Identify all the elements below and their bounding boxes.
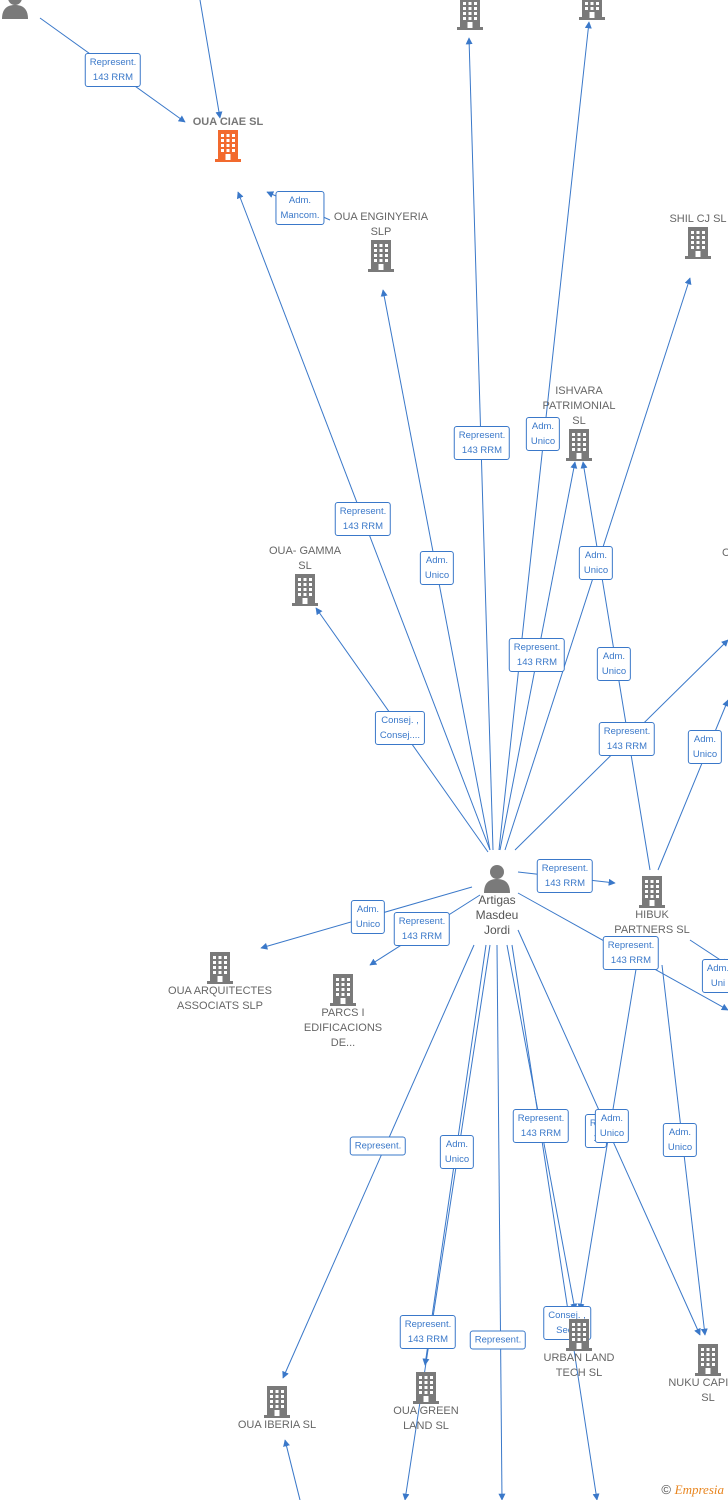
edge-label[interactable]: Represent. 143 RRM [84,53,142,87]
edge-label[interactable]: Adm. Unico [525,417,561,451]
node-label: OUA ARQUITECTES ASSOCIATS SLP [168,985,272,1012]
node-label: OUA GREEN LAND SL [393,1405,459,1432]
node-label: C [722,547,728,559]
brand-logo[interactable]: Empresia [674,1482,724,1497]
edge-label[interactable]: Adm. Unico [594,1109,630,1143]
relation-edge [199,0,223,119]
node-label: OUA ENGINYERIA SLP [333,211,429,238]
node-label: PARCS I EDIFICACIONS DE... [303,1007,383,1049]
node-label: URBAN LAND TECH SL [543,1352,615,1379]
node-oua-gamma[interactable]: OUA- GAMMA SL [265,544,345,606]
building-icon [653,227,728,259]
node-right-edge[interactable]: C [720,546,728,561]
edge-label[interactable]: Adm. Unico [687,730,723,764]
building-icon [298,974,388,1006]
edge-label[interactable]: Represent. 143 RRM [393,912,451,946]
building-icon [386,1372,466,1404]
edge-label[interactable]: Adm. Uni [701,959,728,993]
node-label: HIBUK PARTNERS SL [614,909,690,936]
node-top-b1[interactable] [410,0,530,30]
node-oua-iberia[interactable]: OUA IBERIA SL [217,1386,337,1433]
edge-label[interactable]: Represent. 143 RRM [334,502,392,536]
person-icon [462,863,532,893]
edge-label[interactable]: Represent. 143 RRM [512,1109,570,1143]
edge-label[interactable]: Adm. Unico [662,1123,698,1157]
node-oua-ciae[interactable]: OUA CIAE SL [168,115,288,162]
building-icon [539,1319,619,1351]
edge-label[interactable]: Adm. Unico [596,647,632,681]
node-label: SHIL CJ SL [669,213,727,225]
edge-label[interactable]: Represent. [349,1136,407,1156]
node-oua-enginyeria[interactable]: OUA ENGINYERIA SLP [331,210,431,272]
node-hibuk[interactable]: HIBUK PARTNERS SL [607,876,697,938]
building-icon [160,952,280,984]
building-icon [532,0,652,20]
relation-edge [402,944,491,1500]
node-ishvara[interactable]: ISHVARA PATRIMONIAL SL [536,384,622,461]
building-icon [168,130,288,162]
node-top-b2[interactable] [532,0,652,20]
building-icon [663,1344,728,1376]
node-label: ISHVARA PATRIMONIAL SL [542,385,616,427]
node-oua-arq[interactable]: OUA ARQUITECTES ASSOCIATS SLP [160,952,280,1014]
edge-label[interactable]: Adm. Unico [578,546,614,580]
building-icon [536,429,622,461]
copyright-mark: © [661,1482,672,1497]
edge-label[interactable]: Consej. , Consej.... [374,711,426,745]
node-label: NUKU CAPITAL SL [668,1377,728,1404]
node-label: OUA- GAMMA SL [268,545,342,572]
node-label: OUA CIAE SL [192,116,264,128]
relation-edge [657,699,728,871]
node-top-person[interactable] [0,0,75,19]
edge-label[interactable]: Adm. Unico [419,551,455,585]
edge-label[interactable]: Represent. 143 RRM [536,859,594,893]
edge-label[interactable]: Represent. 143 RRM [598,722,656,756]
node-shil[interactable]: SHIL CJ SL [653,212,728,259]
building-icon [607,876,697,908]
node-label: OUA IBERIA SL [237,1419,317,1431]
edge-label[interactable]: Represent. 143 RRM [602,936,660,970]
relation-edge [511,944,600,1500]
edge-label[interactable]: Represent. [469,1330,527,1350]
relation-edge [283,1439,301,1500]
node-urban[interactable]: URBAN LAND TECH SL [539,1319,619,1381]
node-oua-green[interactable]: OUA GREEN LAND SL [386,1372,466,1434]
relation-edge [282,944,475,1379]
edge-label[interactable]: Represent. 143 RRM [508,638,566,672]
person-icon [0,0,75,19]
building-icon [217,1386,337,1418]
node-artigas[interactable]: Artigas Masdeu Jordi [462,863,532,938]
node-nuku[interactable]: NUKU CAPITAL SL [663,1344,728,1406]
edge-label[interactable]: Adm. Unico [439,1135,475,1169]
building-icon [410,0,530,30]
node-label: Artigas Masdeu Jordi [475,893,519,937]
edge-label[interactable]: Represent. 143 RRM [453,426,511,460]
node-parcs[interactable]: PARCS I EDIFICACIONS DE... [298,974,388,1051]
building-icon [265,574,345,606]
edge-label[interactable]: Represent. 143 RRM [399,1315,457,1349]
footer: © Empresia [661,1482,724,1498]
edge-label[interactable]: Adm. Unico [350,900,386,934]
building-icon [331,240,431,272]
edge-label[interactable]: Adm. Mancom. [275,191,325,225]
relation-edge [496,944,506,1500]
